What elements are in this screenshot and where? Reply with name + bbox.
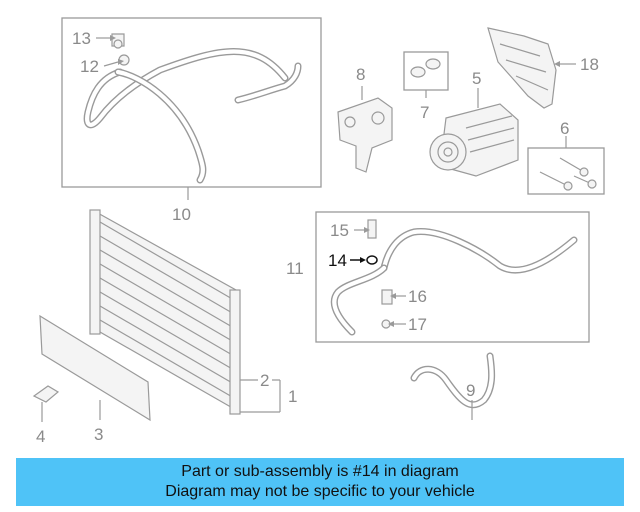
label-18: 18 — [580, 55, 599, 74]
label-3: 3 — [94, 425, 103, 444]
label-7: 7 — [420, 103, 429, 122]
clip-part-4 — [32, 385, 60, 422]
hose-part-9 — [410, 352, 496, 420]
label-16: 16 — [408, 287, 427, 306]
label-12: 12 — [80, 57, 99, 76]
bolts-part-6 — [527, 136, 605, 195]
banner-line-2: Diagram may not be specific to your vehi… — [165, 483, 475, 500]
label-1: 1 — [288, 387, 297, 406]
condenser-part-1 — [89, 209, 281, 415]
o-ring-part-14[interactable]: 14 — [328, 251, 378, 270]
label-9: 9 — [466, 381, 475, 400]
heat-shield-part-18 — [487, 27, 576, 109]
label-5: 5 — [472, 69, 481, 88]
label-6: 6 — [560, 119, 569, 138]
info-banner: Part or sub-assembly is #14 in diagram D… — [16, 458, 624, 506]
hose-assembly-group-10 — [61, 17, 322, 200]
compressor-part-5 — [429, 88, 519, 177]
cover-panel-part-3 — [39, 314, 151, 422]
label-10: 10 — [172, 205, 191, 224]
banner-line-1: Part or sub-assembly is #14 in diagram — [181, 463, 459, 480]
line-assembly-group-11 — [315, 211, 590, 343]
label-17: 17 — [408, 315, 427, 334]
label-14: 14 — [328, 251, 347, 270]
label-8: 8 — [356, 65, 365, 84]
bracket-part-8 — [337, 86, 393, 173]
label-2: 2 — [260, 371, 269, 390]
caps-part-7 — [403, 51, 449, 98]
label-11: 11 — [286, 259, 304, 278]
label-13: 13 — [72, 29, 91, 48]
label-15: 15 — [330, 221, 349, 240]
label-4: 4 — [36, 427, 45, 446]
